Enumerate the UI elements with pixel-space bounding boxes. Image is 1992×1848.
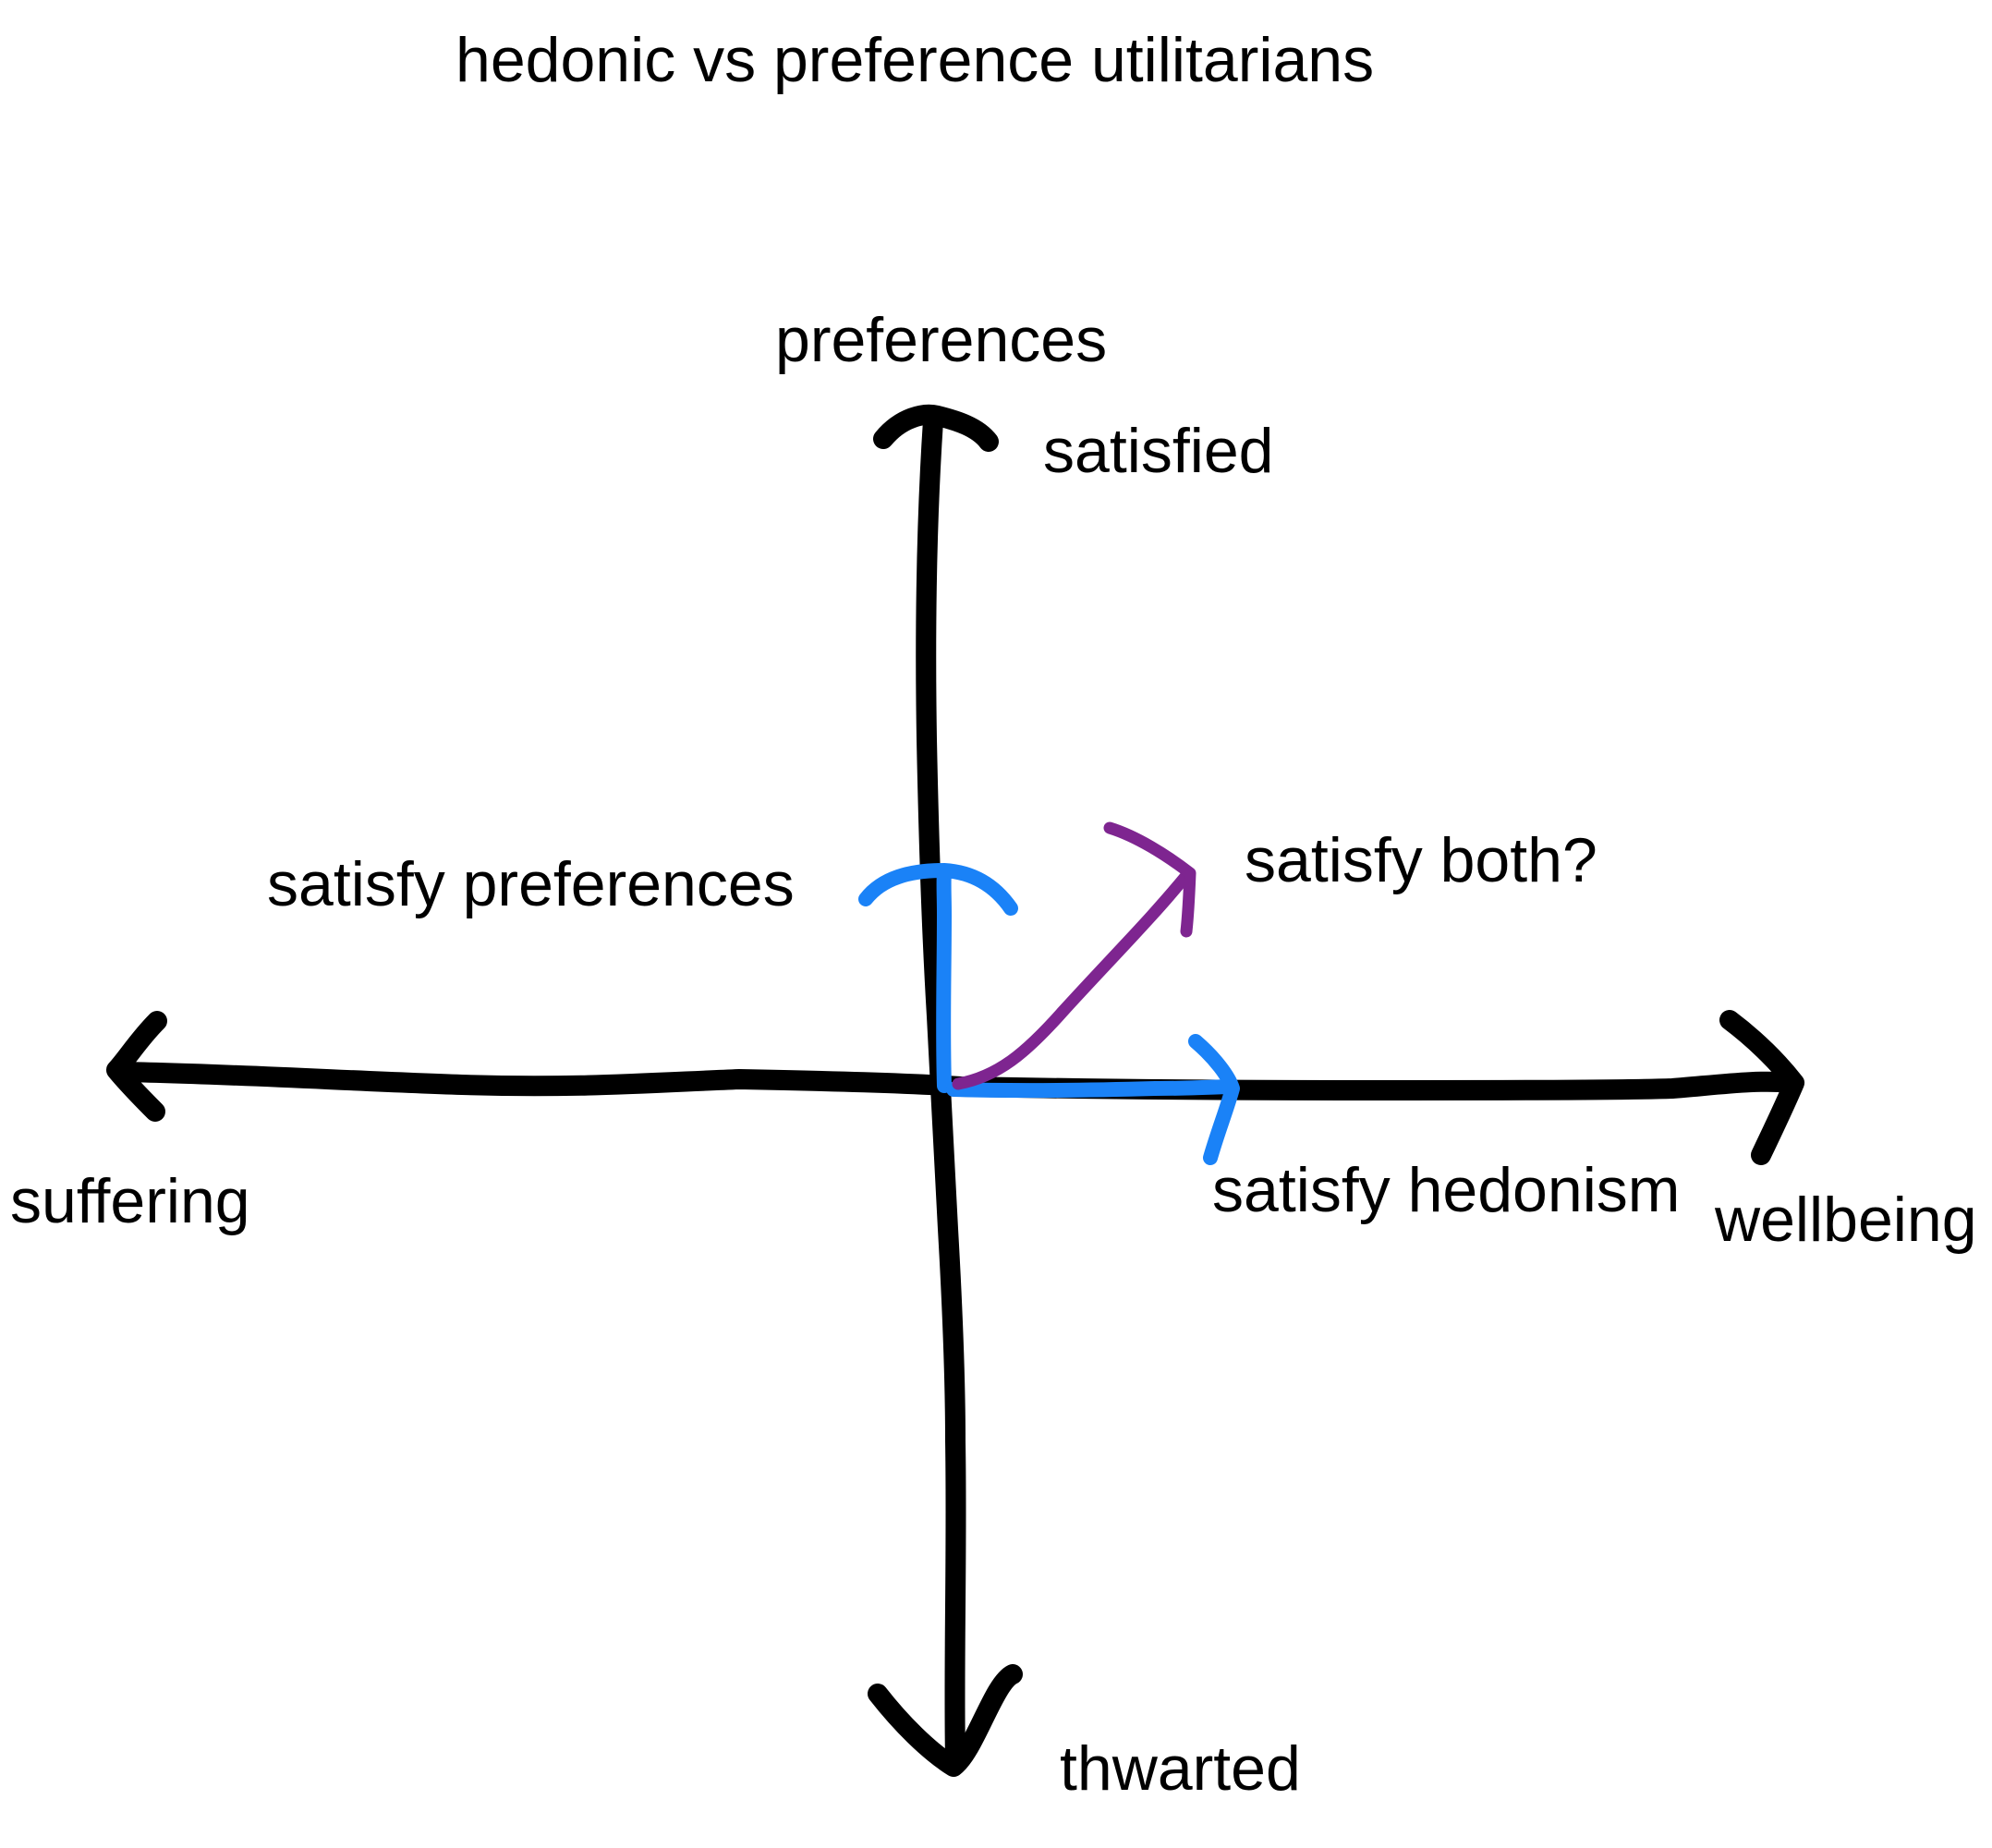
vertical-axis-arrowhead-up bbox=[873, 404, 999, 452]
x-axis-left-label: suffering bbox=[10, 1166, 250, 1236]
diagram-title: hedonic vs preference utilitarians bbox=[455, 25, 1374, 95]
y-axis-top-label: satisfied bbox=[1043, 416, 1273, 486]
satisfy-preferences-arrow bbox=[936, 865, 952, 1093]
horizontal-axis-arrowhead-left bbox=[106, 1011, 167, 1122]
satisfy-both-label: satisfy both? bbox=[1245, 825, 1597, 895]
y-axis-bottom-label: thwarted bbox=[1060, 1733, 1301, 1804]
satisfy-preferences-arrowhead bbox=[858, 863, 1018, 916]
horizontal-axis-arrowhead-right bbox=[1719, 1010, 1804, 1165]
satisfy-both-arrow bbox=[952, 867, 1195, 1090]
y-axis-name-label: preferences bbox=[775, 305, 1107, 375]
vertical-axis bbox=[916, 410, 966, 1770]
x-axis-right-label: wellbeing bbox=[1714, 1185, 1977, 1255]
satisfy-hedonism-label: satisfy hedonism bbox=[1212, 1155, 1680, 1225]
vertical-axis-arrowhead-down bbox=[868, 1664, 1023, 1777]
satisfy-both-arrowhead bbox=[1103, 821, 1196, 938]
satisfy-preferences-label: satisfy preferences bbox=[267, 849, 795, 919]
satisfy-hedonism-arrowhead bbox=[1188, 1034, 1240, 1165]
satisfy-hedonism-arrow bbox=[946, 1079, 1238, 1099]
